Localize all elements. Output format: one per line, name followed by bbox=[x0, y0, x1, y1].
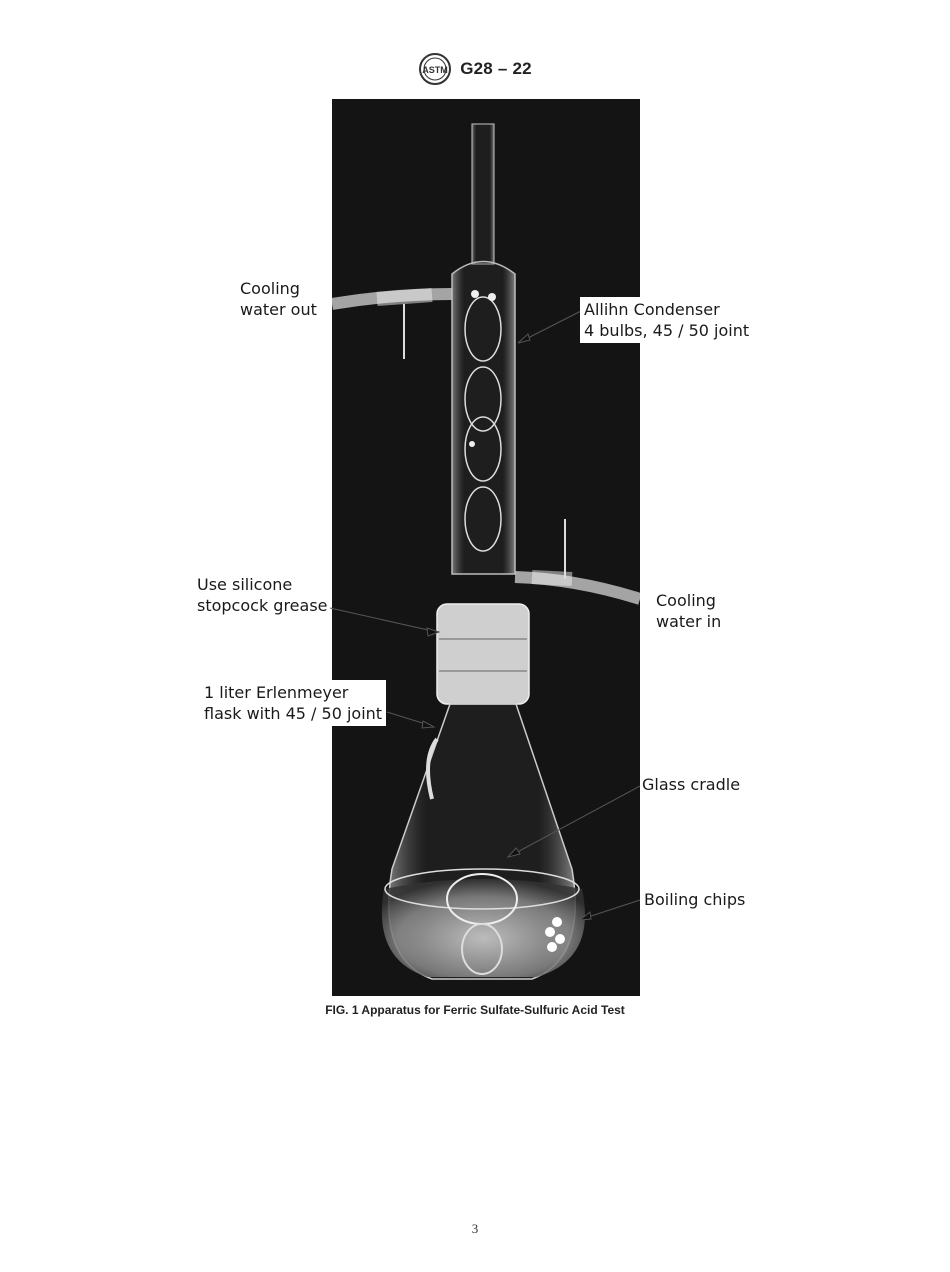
label-silicone-grease: Use silicone stopcock grease bbox=[197, 575, 328, 615]
astm-logo-icon: ASTM bbox=[419, 53, 452, 85]
apparatus-photo bbox=[332, 99, 640, 996]
apparatus-illustration bbox=[332, 99, 640, 996]
page-header: ASTM G28 – 22 bbox=[0, 52, 950, 91]
label-glass-cradle: Glass cradle bbox=[642, 775, 741, 794]
label-erlenmeyer-flask: 1 liter Erlenmeyer flask with 45 / 50 jo… bbox=[200, 680, 387, 726]
label-boiling-chips: Boiling chips bbox=[644, 890, 746, 909]
svg-text:ASTM: ASTM bbox=[422, 65, 448, 75]
label-cooling-water-out: Cooling water out bbox=[240, 279, 317, 319]
page-number: 3 bbox=[471, 1221, 479, 1236]
label-allihn-condenser: Allihn Condenser 4 bulbs, 45 / 50 joint bbox=[580, 297, 754, 343]
figure-caption: FIG. 1 Apparatus for Ferric Sulfate-Sulf… bbox=[325, 1003, 625, 1017]
label-cooling-water-in: Cooling water in bbox=[656, 591, 722, 631]
document-id: G28 – 22 bbox=[460, 59, 532, 78]
